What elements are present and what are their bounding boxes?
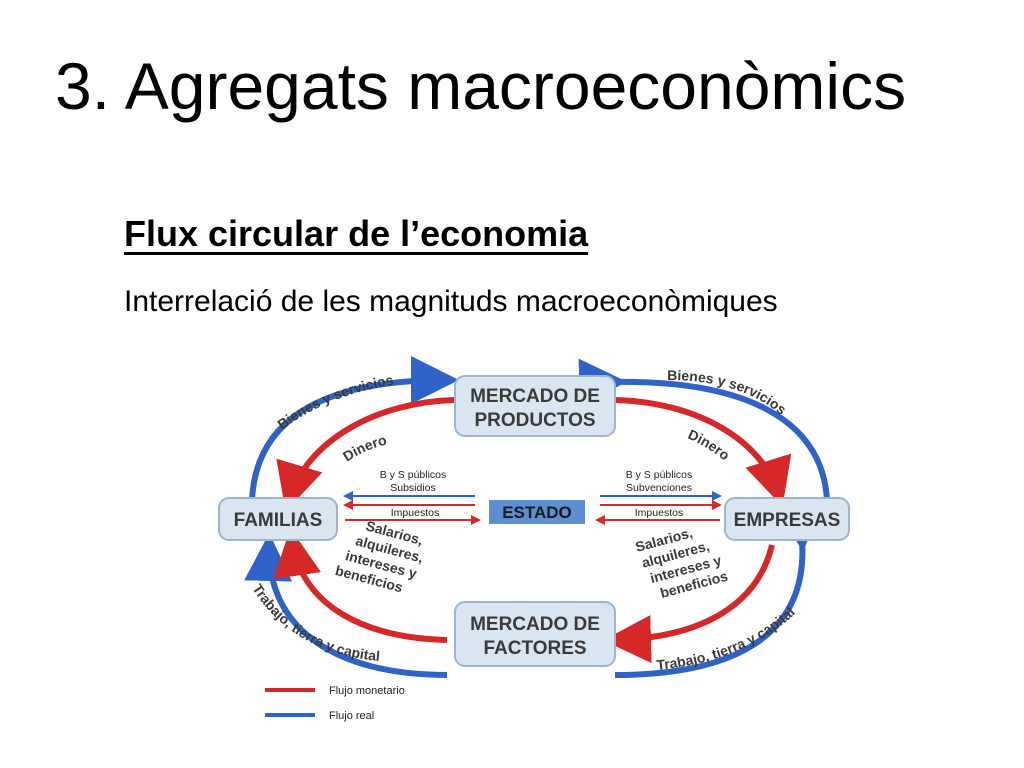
legend-label-real: Flujo real [329,710,374,722]
estado-label-left-top-1: B y S públicos [380,469,447,481]
legend-label-monetary: Flujo monetario [329,685,405,697]
legend: Flujo monetario Flujo real [265,685,405,722]
estado-label-right-bottom: Impuestos [635,507,683,519]
flow-label-dinero-left: Dinero [340,432,388,465]
node-empresas: EMPRESAS [724,497,850,541]
flow-label-salarios-right: Salarios, alquileres, intereses y benefi… [634,524,730,601]
real-flow-arc-top-left [249,356,459,501]
svg-text:FAMILIAS: FAMILIAS [234,510,323,531]
estado-label-right-top-2: Subvenciones [626,482,692,494]
svg-text:FACTORES: FACTORES [483,638,586,659]
monetary-flow-arc-top-right [614,397,792,507]
flow-label-salarios-left: Salarios, alquileres, intereses y benefi… [334,517,425,595]
node-mercado-productos: MERCADO DE PRODUCTOS [454,375,616,437]
real-flow-arc-bottom-left [244,533,448,678]
slide-subtitle: Flux circular de l’economia [124,213,589,254]
node-familias: FAMILIAS [218,497,338,541]
svg-text:ESTADO: ESTADO [502,503,572,522]
monetary-flow-arc-bottom-left [273,528,448,643]
flow-label-trabajo-right: Trabajo, tierra y capital [656,604,798,673]
svg-text:MERCADO DE: MERCADO DE [470,386,600,407]
monetary-flow-arc-top-left [276,397,456,512]
estado-label-left-top-2: Subsidios [390,482,436,494]
svg-text:PRODUCTOS: PRODUCTOS [474,410,595,431]
estado-label-left-bottom: Impuestos [391,507,439,519]
real-flow-arc-bottom-right [614,502,824,678]
real-flow-arc-top-right [578,358,830,501]
circular-flow-diagram: MERCADO DE PRODUCTOS MERCADO DE FACTORES… [218,356,850,722]
slide-description: Interrelació de les magnituds macroeconò… [124,285,778,318]
svg-text:EMPRESAS: EMPRESAS [734,510,841,531]
flow-label-bienes-left: Bienes y servicios [274,372,394,433]
svg-text:MERCADO DE: MERCADO DE [470,614,600,635]
estado-label-right-top-1: B y S públicos [626,469,693,481]
node-mercado-factores: MERCADO DE FACTORES [454,601,616,667]
monetary-flow-arc-bottom-right [603,544,775,664]
slide-title: 3. Agregats macroeconòmics [55,49,907,123]
node-estado: ESTADO [489,500,585,524]
